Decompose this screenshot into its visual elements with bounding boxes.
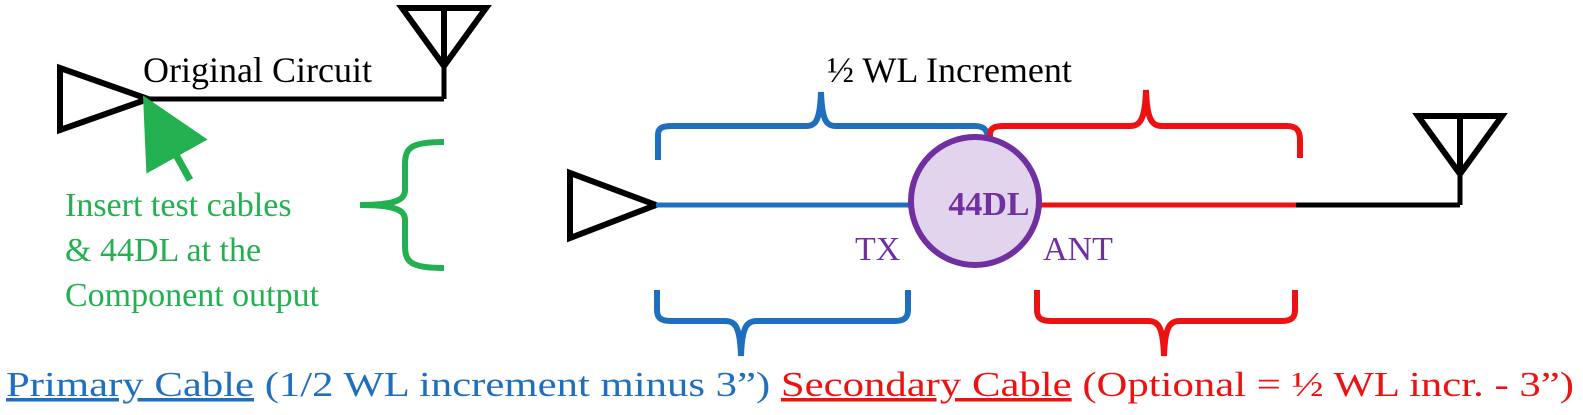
device-label: 44DL [948, 186, 1029, 223]
caption-space-2 [770, 365, 781, 404]
primary-cable-brace [654, 290, 911, 357]
device-44dl-icon [908, 134, 1042, 268]
caption-space-1 [254, 365, 265, 404]
antenna-icon [1412, 113, 1508, 180]
half-wl-increment-label: ½ WL Increment [827, 50, 1072, 90]
amplifier-icon [57, 63, 158, 135]
arrow-icon [143, 95, 208, 182]
instruction-line-2: & 44DL at the [65, 232, 261, 269]
secondary-cable-note: (Optional = ½ WL incr. - 3”) [1082, 365, 1574, 404]
caption: Primary Cable (1/2 WL increment minus 3”… [6, 365, 1574, 404]
caption-space-3 [1072, 365, 1083, 404]
primary-cable-note: (1/2 WL increment minus 3”) [265, 365, 771, 404]
instruction-brace [359, 139, 445, 271]
antenna-icon [396, 5, 492, 72]
secondary-cable-brace [1034, 290, 1298, 357]
amplifier-icon [567, 168, 665, 243]
secondary-cable-label: Secondary Cable [781, 365, 1072, 404]
instruction-line-1: Insert test cables [65, 187, 292, 224]
primary-cable-label: Primary Cable [6, 365, 254, 404]
top-brace-red [987, 89, 1303, 158]
tx-label: TX [855, 231, 900, 268]
half-wl-brace-blue [655, 91, 991, 160]
ant-label: ANT [1043, 231, 1113, 268]
original-circuit-label: Original Circuit [143, 50, 372, 90]
instruction-line-3: Component output [65, 277, 320, 314]
